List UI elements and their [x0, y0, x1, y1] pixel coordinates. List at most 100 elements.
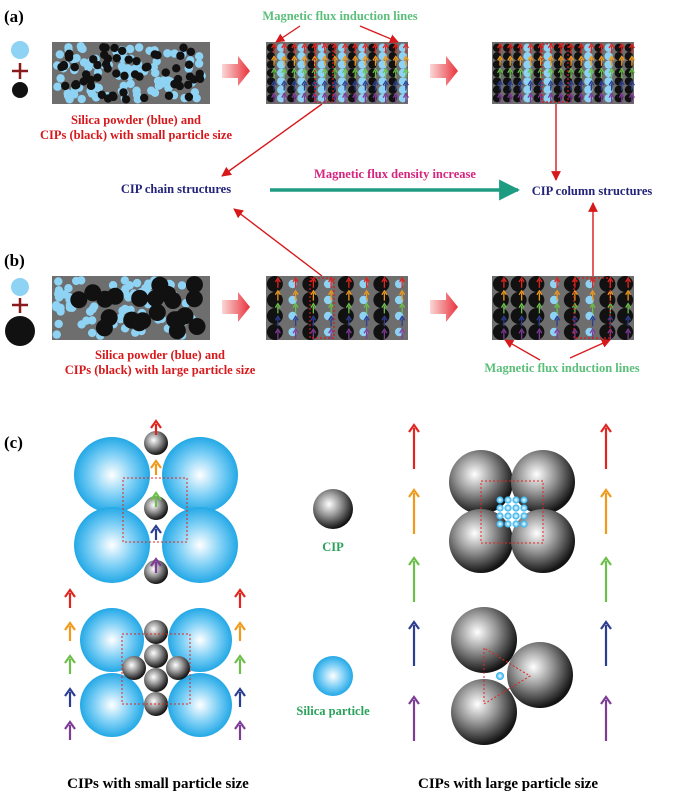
cip-sphere-icon	[12, 82, 28, 98]
flux-arrow-icon	[600, 488, 612, 534]
flux-arrow-icon	[408, 695, 420, 741]
cip-particle	[122, 656, 146, 680]
mixture-box-large-columns	[492, 276, 634, 340]
cip-particle	[144, 668, 168, 692]
silica-particle	[520, 496, 528, 504]
cip-particle	[511, 450, 575, 514]
flux-arrow-icon	[234, 621, 246, 641]
small-desc-line1: Silica powder (blue) and	[71, 113, 201, 127]
cip-particle	[166, 656, 190, 680]
flux-arrow-icon	[234, 720, 246, 740]
plus-icon	[12, 298, 28, 313]
density-increase-label: Magnetic flux density increase	[314, 167, 476, 181]
silica-particle	[504, 520, 512, 528]
flux-arrow-icon	[600, 695, 612, 741]
silica-legend-label: Silica particle	[296, 704, 370, 718]
cip-legend-label: CIP	[322, 540, 344, 554]
flux-lines-label-top: Magnetic flux induction lines	[262, 9, 417, 23]
silica-particle	[512, 520, 520, 528]
large-cip-arrangement	[449, 450, 575, 745]
cip-particle	[144, 620, 168, 644]
column-highlight-box	[541, 43, 569, 103]
flux-arrow-icon	[150, 419, 162, 435]
silica-particle	[504, 512, 512, 520]
chain-highlight-box	[314, 43, 334, 103]
flux-arrows	[64, 419, 612, 741]
silica-particle	[504, 496, 512, 504]
cip-particle	[451, 607, 517, 673]
caption-small: CIPs with small particle size	[67, 776, 249, 792]
silica-particle	[496, 672, 504, 680]
silica-particle	[512, 504, 520, 512]
silica-particle	[162, 437, 238, 513]
silica-particle	[74, 437, 150, 513]
plus-icon	[12, 63, 28, 79]
flux-arrow-icon	[600, 556, 612, 602]
flux-arrow-icon	[64, 654, 76, 674]
block-arrow-icon	[222, 292, 250, 322]
block-arrow-icon	[430, 292, 458, 322]
silica-particle	[74, 507, 150, 583]
silica-particle	[162, 507, 238, 583]
small-desc-line2: CIPs (black) with small particle size	[40, 128, 232, 142]
silica-sphere-icon	[11, 278, 29, 296]
silica-particle	[168, 608, 232, 672]
flux-arrow-icon	[408, 488, 420, 534]
silica-particle	[80, 608, 144, 672]
flux-lines-label-bottom: Magnetic flux induction lines	[484, 361, 639, 375]
mixture-box-small-columns	[492, 42, 635, 104]
silica-legend-icon	[313, 656, 353, 696]
cip-particle	[144, 496, 168, 520]
silica-sphere-icon	[11, 41, 29, 59]
flux-arrow-icon	[234, 687, 246, 707]
mixture-box-small-chains	[266, 42, 409, 104]
silica-particle	[80, 673, 144, 737]
flux-arrow-icon	[600, 620, 612, 666]
flux-arrow-icon	[234, 588, 246, 608]
block-arrow-icon	[430, 56, 458, 86]
flux-arrow-icon	[234, 654, 246, 674]
flux-arrow-icon	[150, 557, 162, 573]
cip-sphere-icon	[5, 316, 35, 346]
silica-particle	[504, 504, 512, 512]
flux-arrow-icon	[408, 556, 420, 602]
silica-particle	[496, 496, 504, 504]
cip-particle	[507, 642, 573, 708]
block-arrow-icon	[222, 56, 250, 86]
chain-highlight-box	[309, 277, 335, 339]
mixture-box-small-random	[52, 42, 210, 104]
silica-particle	[512, 496, 520, 504]
cip-legend-icon	[313, 489, 353, 529]
column-highlight-box	[573, 277, 611, 339]
silica-particle	[520, 520, 528, 528]
large-desc-line2: CIPs (black) with large particle size	[65, 363, 256, 377]
panel-label-b: (b)	[4, 251, 25, 270]
silica-particle	[520, 512, 528, 520]
flux-arrow-icon	[64, 720, 76, 740]
flux-arrow-icon	[150, 491, 162, 507]
legend-large	[5, 278, 35, 346]
cip-particle	[144, 644, 168, 668]
cip-particle	[451, 679, 517, 745]
silica-particle	[520, 504, 528, 512]
cip-particle	[144, 431, 168, 455]
flux-arrow-icon	[64, 621, 76, 641]
column-structures-label: CIP column structures	[532, 184, 653, 198]
silica-particle	[496, 520, 504, 528]
flux-arrow-icon	[408, 423, 420, 469]
panel-label-c: (c)	[4, 433, 23, 452]
silica-particle	[496, 504, 504, 512]
flux-arrow-icon	[408, 620, 420, 666]
mixture-box-large-chains	[266, 276, 408, 340]
silica-particle	[512, 512, 520, 520]
large-desc-line1: Silica powder (blue) and	[95, 348, 225, 362]
small-cip-arrangement	[74, 431, 238, 737]
legend-small	[11, 41, 29, 98]
flux-arrow-icon	[64, 687, 76, 707]
flux-arrow-icon	[150, 524, 162, 540]
silica-particle	[168, 673, 232, 737]
caption-large: CIPs with large particle size	[418, 776, 598, 792]
silica-particle	[496, 512, 504, 520]
flux-arrow-icon	[600, 423, 612, 469]
mixture-box-large-random	[52, 276, 210, 340]
